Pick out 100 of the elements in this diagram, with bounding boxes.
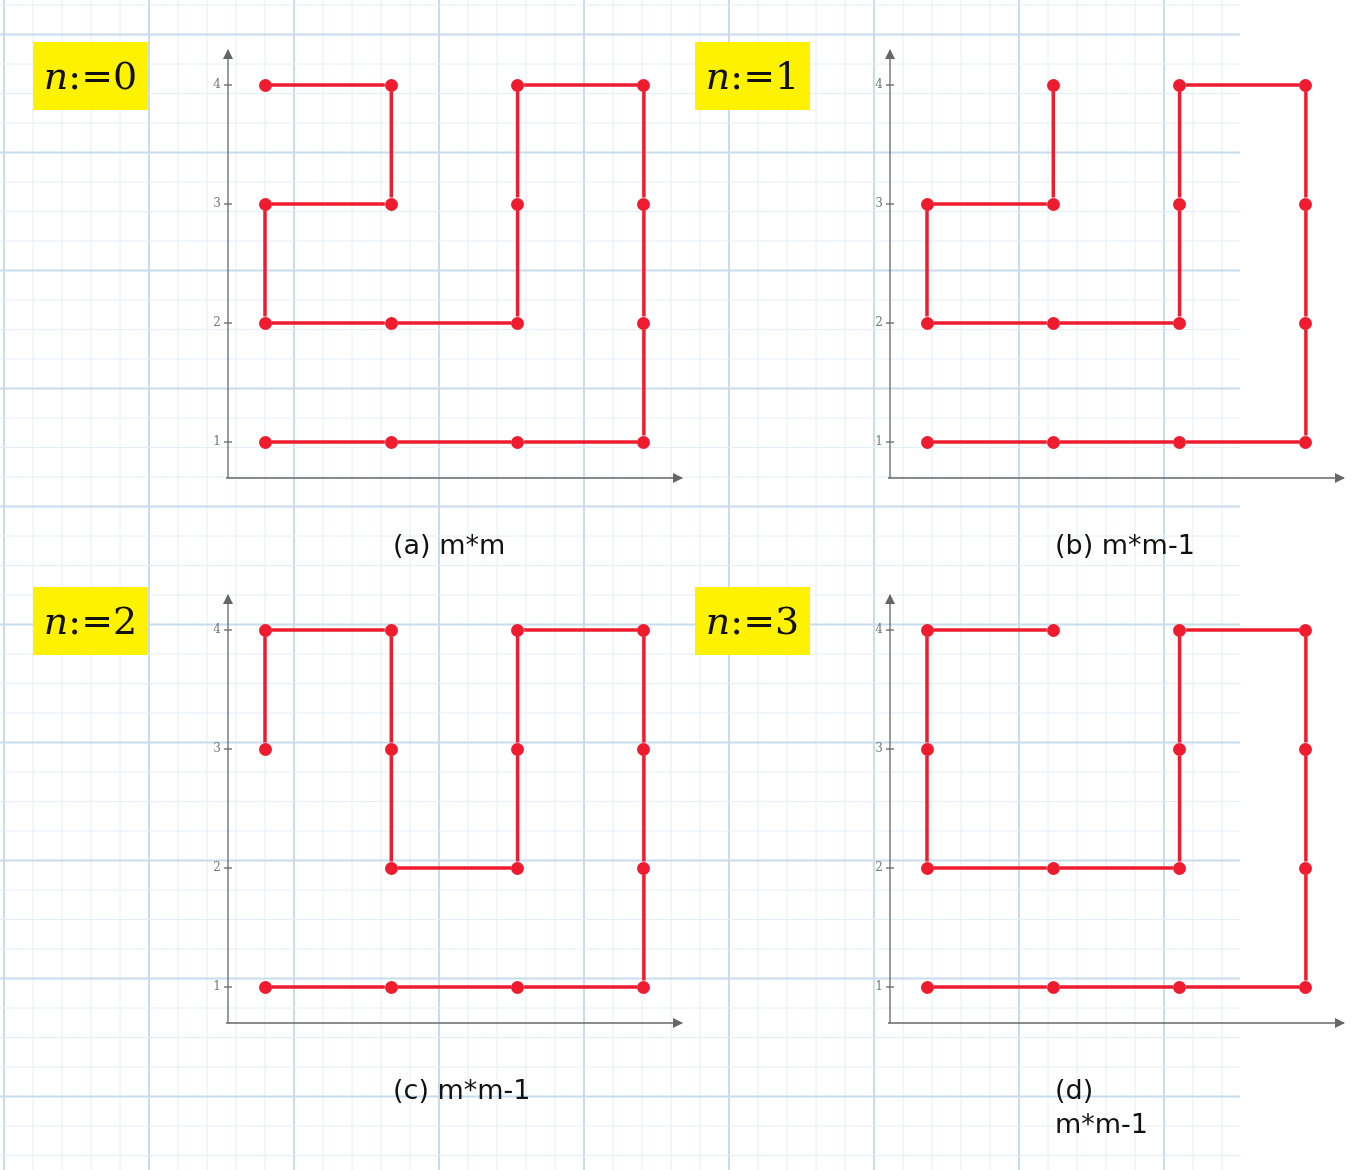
path-segment <box>1186 83 1300 87</box>
tick-label: 4 <box>874 77 883 91</box>
path-segment <box>925 636 929 743</box>
path-segment <box>515 91 520 198</box>
point-marker <box>1173 316 1187 330</box>
point-marker <box>1299 197 1313 211</box>
path-segment <box>1304 210 1308 317</box>
point-marker <box>511 980 525 994</box>
path-segment <box>271 83 385 87</box>
point-marker <box>511 316 525 330</box>
point-marker <box>637 78 651 92</box>
path-segment <box>1177 210 1182 317</box>
point-marker <box>258 316 272 330</box>
point-marker <box>1299 78 1313 92</box>
path-segment <box>515 210 520 317</box>
path-segment <box>642 874 646 981</box>
point-marker <box>1299 861 1313 875</box>
path-segment <box>271 440 385 444</box>
path-segment <box>1304 329 1308 436</box>
path-segment <box>642 636 646 743</box>
path-segment <box>933 628 1047 632</box>
subfigure-caption: (a) m*m <box>393 528 506 562</box>
path-segment <box>1059 321 1174 325</box>
path-segment <box>642 329 646 436</box>
point-marker <box>511 197 525 211</box>
tick-label: 4 <box>212 622 221 636</box>
path-segment <box>1304 91 1308 198</box>
path-segment <box>1177 755 1182 862</box>
tick-label: 2 <box>874 315 883 329</box>
point-marker <box>384 78 398 92</box>
tick-label: 2 <box>212 860 221 874</box>
path-segment <box>1186 628 1300 632</box>
point-marker <box>384 623 398 637</box>
point-marker <box>258 623 272 637</box>
path-segment <box>263 210 267 317</box>
path-segment <box>271 985 385 989</box>
path-segment <box>524 83 638 87</box>
tick-label: 2 <box>212 315 221 329</box>
point-marker <box>511 623 525 637</box>
path-segment <box>389 636 394 743</box>
path-segment <box>524 985 638 989</box>
path-segment <box>1304 636 1308 743</box>
formula-label: n:=3 <box>695 587 810 655</box>
point-marker <box>258 78 272 92</box>
point-marker <box>1173 435 1187 449</box>
point-marker <box>920 197 934 211</box>
tick-label: 1 <box>874 434 883 448</box>
formula-label: n:=2 <box>33 587 148 655</box>
point-marker <box>1299 742 1313 756</box>
path-segment <box>1186 440 1300 444</box>
point-marker <box>920 316 934 330</box>
point-marker <box>1046 435 1060 449</box>
path-segment <box>515 755 520 862</box>
point-marker <box>258 435 272 449</box>
tick-label: 3 <box>212 741 221 755</box>
path-segment <box>524 440 638 444</box>
path-segment <box>389 91 394 198</box>
tick-label: 3 <box>212 196 221 210</box>
tick-label: 4 <box>212 77 221 91</box>
point-marker <box>1046 316 1060 330</box>
path-segment <box>1051 91 1056 198</box>
path-segment <box>933 440 1047 444</box>
point-marker <box>1299 316 1313 330</box>
path-segment <box>1177 636 1182 743</box>
tick-label: 2 <box>874 860 883 874</box>
path-segment <box>933 985 1047 989</box>
path-segment <box>1059 866 1174 870</box>
point-marker <box>384 980 398 994</box>
path-segment <box>397 985 512 989</box>
point-marker <box>258 980 272 994</box>
point-marker <box>1046 78 1060 92</box>
path-segment <box>933 202 1047 206</box>
tick-label: 3 <box>874 741 883 755</box>
path-segment <box>397 440 512 444</box>
path-segment <box>263 636 267 743</box>
point-marker <box>1173 980 1187 994</box>
formula-label: n:=1 <box>695 42 810 110</box>
path-segment <box>524 628 638 632</box>
tick-label: 1 <box>874 979 883 993</box>
point-marker <box>1173 623 1187 637</box>
path-segment <box>397 321 512 325</box>
point-marker <box>384 316 398 330</box>
path-segment <box>1186 985 1300 989</box>
point-marker <box>637 316 651 330</box>
point-marker <box>637 197 651 211</box>
point-marker <box>511 435 525 449</box>
point-marker <box>637 623 651 637</box>
path-segment <box>515 636 520 743</box>
tick-label: 1 <box>212 979 221 993</box>
point-marker <box>1299 623 1313 637</box>
subfigure-caption: (d) m*m-1 <box>1055 1073 1150 1141</box>
point-marker <box>1299 980 1313 994</box>
point-marker <box>1173 197 1187 211</box>
path-segment <box>271 202 385 206</box>
point-marker <box>1046 980 1060 994</box>
point-marker <box>637 980 651 994</box>
point-marker <box>1173 78 1187 92</box>
path-segment <box>642 91 646 198</box>
path-segment <box>271 321 385 325</box>
path-segment <box>271 628 385 632</box>
